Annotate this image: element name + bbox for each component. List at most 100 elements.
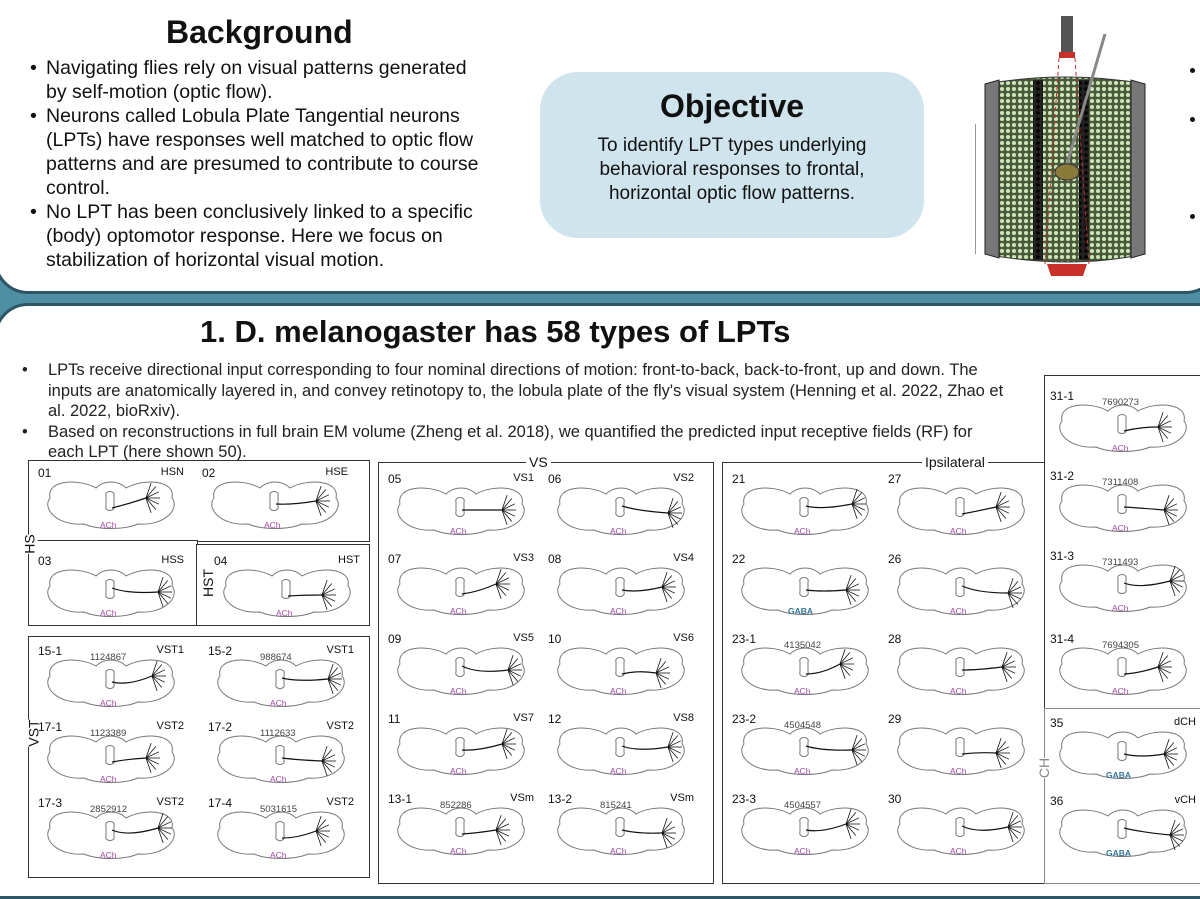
neuron-dendrite <box>1163 494 1170 511</box>
brain-outline <box>557 727 685 775</box>
neuron-axon <box>281 757 323 762</box>
brain-center-outline <box>955 737 965 757</box>
neuron-dendrite <box>1157 426 1172 434</box>
neuron-dendrite <box>1007 592 1014 609</box>
neurotransmitter-label: ACh <box>950 766 967 776</box>
neuron-dendrite <box>1001 651 1008 668</box>
neuron-dendrite <box>157 812 164 829</box>
neuron-id: 7311493 <box>1102 557 1139 568</box>
neuron-dendrite <box>661 832 673 845</box>
section-bullets: LPTs receive directional input correspon… <box>22 360 1012 463</box>
neuron-dendrite <box>661 580 676 588</box>
neurotransmitter-label: ACh <box>610 606 627 616</box>
neuron-dendrite <box>851 749 866 757</box>
neuron-dendrite <box>157 827 172 835</box>
neuron-id: 4135042 <box>784 640 821 651</box>
neuron-dendrite <box>495 823 510 831</box>
section-bullet: Based on reconstructions in full brain E… <box>22 422 1012 463</box>
neuron-dendrite <box>501 509 516 517</box>
neuron-dendrite <box>655 672 670 680</box>
neuron-dendrite <box>667 506 682 514</box>
neuron-dendrite <box>667 501 679 514</box>
neuron-dendrite <box>1007 586 1022 594</box>
neuron-dendrite <box>321 588 336 596</box>
neuron-dendrite <box>1007 826 1019 839</box>
neuron-dendrite <box>501 503 516 511</box>
brain-outline <box>1059 484 1187 532</box>
brain-center-outline <box>275 745 285 765</box>
neuron-dendrite <box>501 498 513 511</box>
neurotransmitter-label: ACh <box>270 698 287 708</box>
brain-center-outline <box>1117 741 1127 761</box>
neuron-axon <box>805 823 847 832</box>
neuron-dendrite <box>157 816 169 829</box>
neuron-dendrite <box>851 738 863 751</box>
neuron-axon <box>281 830 317 839</box>
neuron-dendrite <box>1007 826 1014 843</box>
neuron-id: 815241 <box>600 800 632 811</box>
neuron-dendrite <box>1169 569 1181 582</box>
neuron-dendrite <box>495 818 507 831</box>
neuron-dendrite <box>321 760 333 773</box>
neuron-dendrite <box>1163 742 1175 755</box>
neurotransmitter-label: GABA <box>1106 770 1132 780</box>
neuron-id: 7690273 <box>1102 397 1139 408</box>
neuron-dendrite <box>327 678 339 691</box>
neuron-dendrite <box>315 489 327 502</box>
neuron-dendrite <box>851 743 866 751</box>
neuron-dendrite <box>507 658 519 671</box>
neuron-dendrite <box>501 737 516 745</box>
neuron-id: 1112633 <box>260 728 296 739</box>
neuron-axon <box>1123 580 1171 587</box>
neuron-dendrite <box>661 586 673 599</box>
neuron-type: VSm <box>510 792 534 804</box>
brain-outline <box>397 567 525 615</box>
neuron-dendrite <box>661 575 673 588</box>
neuron-number: 12 <box>548 712 562 726</box>
neurotransmitter-label: ACh <box>1112 443 1129 453</box>
brain-outline <box>1059 404 1187 452</box>
neuron-axon <box>111 757 147 763</box>
neuron-type: HSN <box>160 466 184 478</box>
neuron-dendrite <box>851 503 858 520</box>
neuron-dendrite <box>661 832 676 840</box>
neuron-dendrite <box>145 482 152 499</box>
neuron-dendrite <box>845 574 852 591</box>
neuron-dendrite <box>495 583 510 591</box>
neuron-axon <box>111 587 159 594</box>
neurotransmitter-label: ACh <box>610 846 627 856</box>
neuron-dendrite <box>655 672 662 689</box>
neuron-type: VS8 <box>673 712 694 724</box>
neuron-number: 23-3 <box>732 792 757 806</box>
neuron-dendrite <box>1157 666 1172 674</box>
neuron-dendrite <box>995 491 1002 508</box>
neuron-dendrite <box>501 743 508 760</box>
neuron-dendrite <box>315 500 322 517</box>
neuron-dendrite <box>845 817 860 825</box>
neuron-dendrite <box>495 814 502 831</box>
brain-center-outline <box>105 669 115 689</box>
neuron-number: 13-2 <box>548 792 573 806</box>
neuron-axon <box>461 829 497 835</box>
section-title: 1. D. melanogaster has 58 types of LPTs <box>200 314 791 349</box>
neurotransmitter-label: GABA <box>788 606 814 616</box>
neuron-id: 852286 <box>440 800 472 811</box>
neuron-dendrite <box>1007 577 1014 594</box>
neuron-type: VS6 <box>673 632 694 644</box>
neuron-dendrite <box>1157 426 1164 443</box>
neuron-dendrite <box>145 757 152 774</box>
neuron-dendrite <box>157 585 172 593</box>
neuron-dendrite <box>839 663 851 676</box>
neuron-number: 23-2 <box>732 712 757 726</box>
neuron-axon <box>1123 827 1171 836</box>
neuron-dendrite <box>315 819 327 832</box>
